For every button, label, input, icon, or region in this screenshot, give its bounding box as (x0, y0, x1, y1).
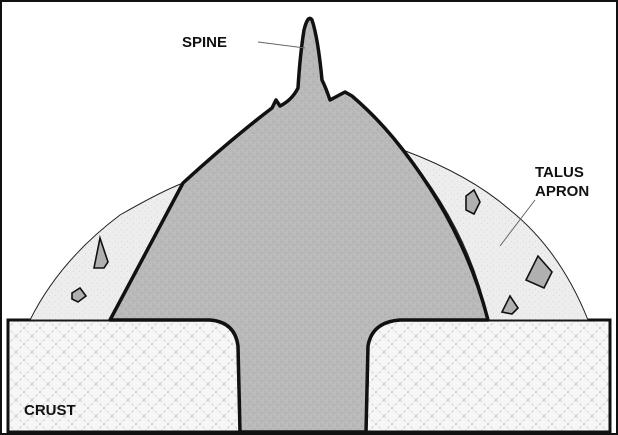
talus-label-line2: APRON (535, 183, 589, 200)
talus-label-line1: TALUS (535, 164, 584, 181)
crust-right (366, 320, 610, 432)
crust-label: CRUST (24, 402, 76, 419)
spine-label: SPINE (182, 34, 227, 51)
